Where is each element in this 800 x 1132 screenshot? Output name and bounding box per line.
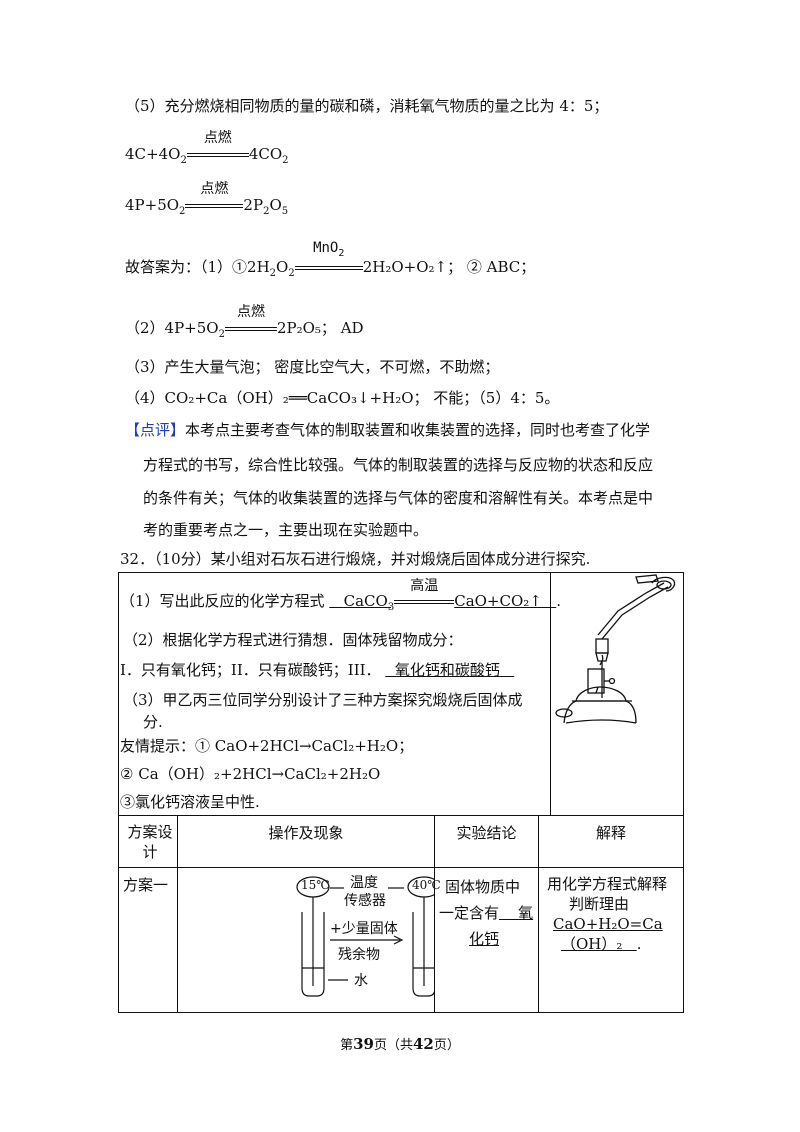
box-line-4b: 分. <box>143 713 163 731</box>
sensor-label-a: 温度 <box>350 875 378 891</box>
comment-tag: 【点评】 <box>125 421 186 439</box>
add-solid-label-b: 残余物 <box>338 947 380 963</box>
hint-line-1: 友情提示：① CaO+2HCl→CaCl₂+H₂O； <box>120 737 414 755</box>
test-tube-diagram <box>296 876 434 997</box>
hint-line-3: ③氯化钙溶液呈中性. <box>120 793 260 811</box>
solution-line-5: （5）充分燃烧相同物质的量的碳和磷，消耗氧气物质的量之比为 4：5； <box>125 97 609 115</box>
heating-apparatus-image <box>555 574 676 724</box>
header-explanation: 解释 <box>538 815 684 868</box>
experiment-table: 方案设计 操作及现象 实验结论 解释 方案一 <box>118 815 684 1013</box>
add-solid-label-a: +少量固体 <box>330 921 398 937</box>
box-line-4a: （3）甲乙丙三位同学分别设计了三种方案探究煅烧后固体成 <box>123 691 523 709</box>
condition-ignite: 点燃 <box>203 130 232 146</box>
header-conclusion: 实验结论 <box>434 815 539 868</box>
conclusion-cell: 固体物质中 一定含有 氧 化钙 <box>434 867 539 1013</box>
comment-line-1: 【点评】本考点主要考查气体的制取装置和收集装置的选择，同时也考查了化学 <box>125 421 651 439</box>
header-operation: 操作及现象 <box>177 815 435 868</box>
comment-line-3: 的条件有关；气体的收集装置的选择与气体的密度和溶解性有关。本考点是中 <box>143 489 654 507</box>
operation-cell: 15℃ 40℃ 温度 传感器 +少量固体 残余物 水 <box>177 867 441 1013</box>
water-label: 水 <box>354 973 368 989</box>
row-plan-1: 方案一 <box>118 867 178 1013</box>
sensor-label-b: 传感器 <box>344 893 386 909</box>
temperature-2: 40℃ <box>412 878 441 892</box>
box-line-3: I．只有氧化钙；II．只有碳酸钙；III． 氧化钙和碳酸钙 <box>120 661 500 679</box>
header-plan: 方案设计 <box>118 815 178 868</box>
comment-line-2: 方程式的书写，综合性比较强。气体的制取装置的选择与反应物的状态和反应 <box>143 456 654 474</box>
comment-line-4: 考的重要考点之一，主要出现在实验题中。 <box>143 521 429 539</box>
explanation-cell: 用化学方程式解释 判断理由 CaO+H₂O=Ca （OH）₂ . <box>538 867 684 1013</box>
answer-line-4: （4）CO₂+Ca（OH）₂══CaCO₃↓+H₂O； 不能；（5）4：5。 <box>125 389 560 407</box>
temperature-1: 15℃ <box>301 878 330 892</box>
condition-high-temp: 高温 <box>410 578 439 594</box>
box-line-2: （2）根据化学方程式进行猜想．固体残留物成分： <box>123 631 463 649</box>
hint-line-2: ② Ca（OH）₂+2HCl→CaCl₂+2H₂O <box>120 765 381 783</box>
page-footer: 第39页（共42页） <box>340 1035 460 1053</box>
question-32-title: 32．（10分）某小组对石灰石进行煅烧，并对煅烧后固体成分进行探究. <box>120 550 591 568</box>
answer-line-3: （3）产生大量气泡； 密度比空气大，不可燃，不助燃； <box>125 358 500 376</box>
